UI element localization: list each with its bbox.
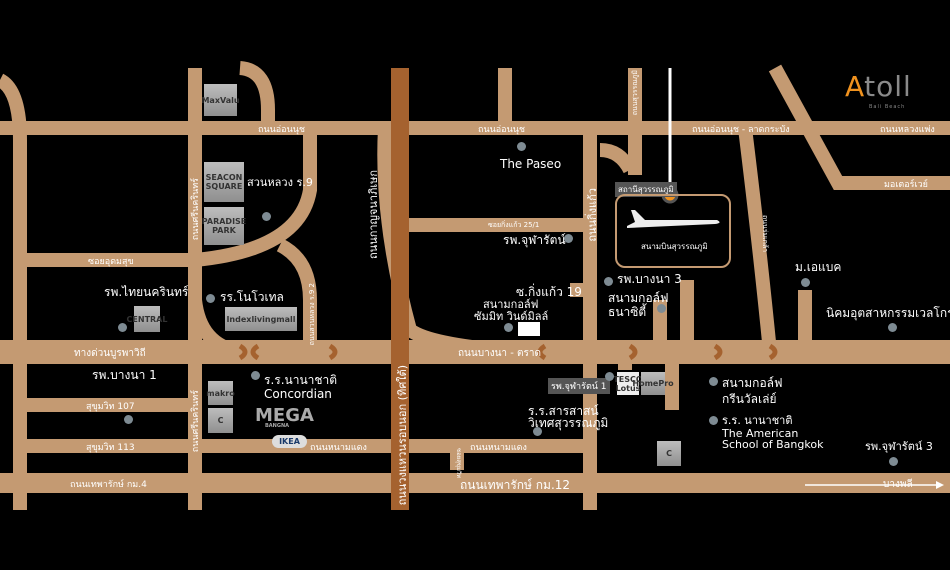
location-dot-icon <box>889 457 898 466</box>
road-suanluang2 <box>276 238 317 352</box>
place-label: School of Bangkok <box>722 438 824 451</box>
location-dot-icon <box>517 142 526 151</box>
location-dot-icon <box>604 277 613 286</box>
place-label: สวนหลวง ร.9 <box>247 176 313 189</box>
place-label: รพ.ไทยนครินทร์ <box>104 285 189 299</box>
central-logo: CENTRAL <box>127 306 167 332</box>
location-dot-icon <box>118 323 127 332</box>
place-label: รพ.จุฬารัตน์ 3 <box>865 440 933 453</box>
place-label: The Paseo <box>500 157 562 171</box>
place-label: กรีนวัลเล่ย์ <box>722 392 777 406</box>
road-label: ถนนวงแหวนรอบนอก (ทิศใต้) <box>396 365 409 506</box>
place-label: รพ.จุฬารัตน์ 1 <box>548 378 610 394</box>
road-label: บางพลี <box>883 479 913 490</box>
road-label: ถนนบางนา - ตราด <box>458 348 541 359</box>
airplane-icon <box>627 210 720 228</box>
road-label: ซอยอุดมสุข <box>88 257 134 267</box>
maxvalu-logo: MaxValu <box>201 84 240 116</box>
place-label: รพ.จุฬารัตน์ <box>503 233 566 247</box>
tesco-lotus-logo: TESCO Lotus <box>613 372 643 395</box>
location-dot-icon <box>605 372 614 381</box>
location-dot-icon <box>888 323 897 332</box>
road-label: ซอยสุขุมวิท <box>455 448 462 479</box>
road-label: ถนนสุวรรณภูมิ <box>631 70 639 116</box>
index-living-mall-logo: Indexlivingmall <box>225 307 297 331</box>
road-label: ทางด่วนบูรพาวิถี <box>74 348 146 359</box>
road-left <box>0 73 27 510</box>
ikea-logo: IKEA <box>272 435 307 448</box>
location-dot-icon <box>564 234 573 243</box>
homepro-logo: HomePro <box>632 372 674 395</box>
location-dot-icon <box>709 416 718 425</box>
location-dot-icon <box>206 294 215 303</box>
place-label: นิคมอุตสาหกรรมเวลโกรว์ <box>826 306 950 320</box>
place-label: รพ.บางนา 3 <box>617 272 682 286</box>
road-label: ถนนอ่อนนุช - ลาดกระบัง <box>692 125 790 135</box>
road-label: สุขุมวิท 107 <box>86 402 135 412</box>
place-label: สนามกอล์ฟ <box>608 291 669 305</box>
location-dot-icon <box>657 304 666 313</box>
place-label: รร.โนโวเทล <box>220 290 284 304</box>
c-logo: C <box>657 441 681 466</box>
road-label: ถนนกิ่งแก้ว <box>586 188 599 242</box>
road-motorway <box>768 64 950 190</box>
place-label: ร.ร.นานาชาติ <box>264 373 338 387</box>
road-label: ถนนร่มเกล้า <box>761 215 769 253</box>
seacon-logo: SEACON SQUARE <box>204 162 244 202</box>
airport-station-label: สถานีสุวรรณภูมิ <box>615 182 677 197</box>
place-label: ร.ร. นานาชาติ <box>722 414 793 427</box>
location-dot-icon <box>801 278 810 287</box>
makro-logo: makro <box>206 381 235 405</box>
road-label: ถนนหลวงแพ่ง <box>880 125 935 135</box>
road-label: ซอยกิ่งแก้ว 25/1 <box>488 221 540 229</box>
place-label: ม.เอแบค <box>795 260 842 274</box>
location-dot-icon <box>262 212 271 221</box>
road-label: ถนนศรีนครินทร์ <box>191 390 201 453</box>
airport-box: สนามบินสุวรรณภูมิ <box>615 194 731 268</box>
location-dot-icon <box>124 415 133 424</box>
place-label: สนามกอล์ฟ <box>483 298 539 311</box>
road-label: ถนนกาญจนาภิเษก <box>367 170 380 259</box>
place-label: ร.ร.สารสาสน์ <box>528 404 599 418</box>
road-label: มอเตอร์เวย์ <box>884 180 928 190</box>
road-label: ถนนสวนหลวง ร.9 2 <box>308 283 316 346</box>
c-logo: C <box>208 408 233 433</box>
location-dot-icon <box>533 427 542 436</box>
place-label: Concordian <box>264 387 332 401</box>
road-label: ถนนหนามแดง <box>470 443 527 453</box>
road-label: ถนนเทพารักษ์ กม.12 <box>460 478 571 492</box>
road-romklao <box>738 127 777 353</box>
place-label: ซ.กิ่งแก้ว 19 <box>516 285 582 299</box>
location-dot-icon <box>504 323 513 332</box>
road-label: สุขุมวิท 113 <box>86 443 135 453</box>
place-label: วิเทศสุวรรณภูมิ <box>528 416 609 430</box>
location-dot-icon <box>251 371 260 380</box>
place-label: รพ.บางนา 1 <box>92 368 157 382</box>
place-label: สนามกอล์ฟ <box>722 376 783 390</box>
road-label: ถนนเทพารักษ์ กม.4 <box>70 480 147 490</box>
place-label: ซัมมิท วินด์มิลล์ <box>474 310 549 323</box>
road-seacon-curve <box>194 128 317 267</box>
location-dot-icon <box>709 377 718 386</box>
road-label: ถนนหนามแดง <box>310 443 367 453</box>
road-label: ถนนอ่อนนุช <box>258 125 305 135</box>
road-branch <box>599 143 637 174</box>
paradise-logo: PARADISE PARK <box>202 207 246 245</box>
road-curve-top <box>238 61 275 128</box>
place-label: ธนาซิตี้ <box>608 305 647 319</box>
place-label: The American <box>722 427 799 440</box>
road-label: ถนนอ่อนนุช <box>478 125 525 135</box>
